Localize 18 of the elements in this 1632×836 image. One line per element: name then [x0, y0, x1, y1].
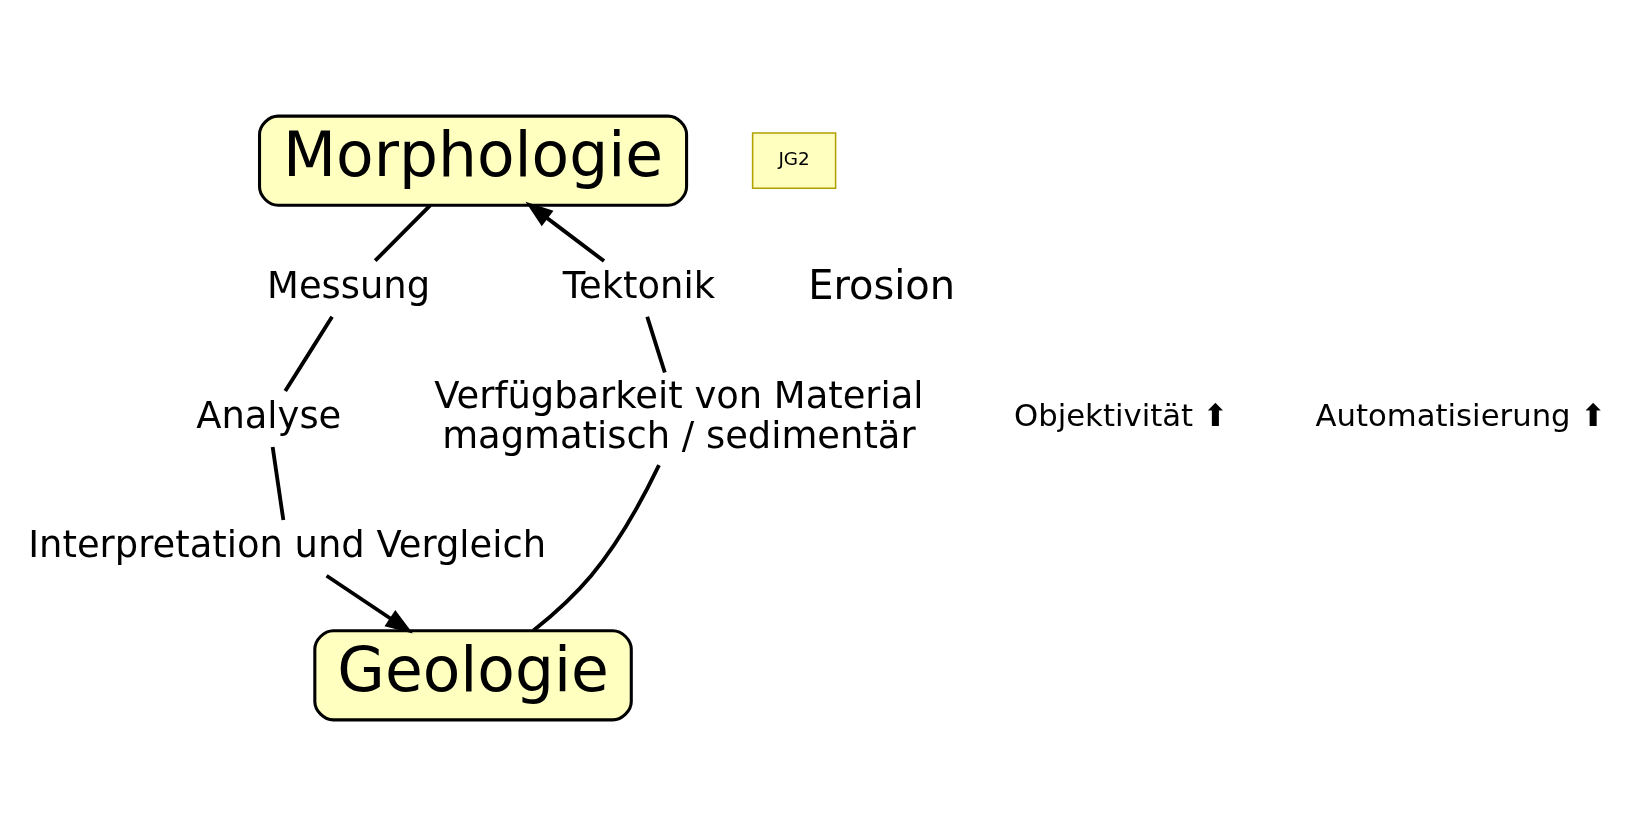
- node-box: JG2: [751, 132, 837, 190]
- node-text: Verfügbarkeit von Material magmatisch / sedimentär: [434, 374, 924, 458]
- node-text: Tektonik: [562, 264, 716, 308]
- connector: [283, 315, 334, 393]
- node-box: Morphologie: [258, 114, 689, 207]
- connector: [645, 316, 667, 374]
- node-text: Interpretation und Vergleich: [28, 523, 547, 567]
- arrow: [525, 201, 606, 263]
- connector: [270, 446, 286, 521]
- label: Erosion: [808, 261, 956, 308]
- label: Automatisierung ⬆: [1315, 397, 1607, 434]
- node-box: Geologie: [313, 629, 633, 722]
- arrow: [325, 574, 413, 634]
- connector: [373, 203, 432, 263]
- label: Objektivität ⬆: [1014, 397, 1229, 434]
- node-text: Messung: [267, 264, 431, 308]
- node-text: Analyse: [196, 394, 342, 438]
- connector: [532, 464, 661, 633]
